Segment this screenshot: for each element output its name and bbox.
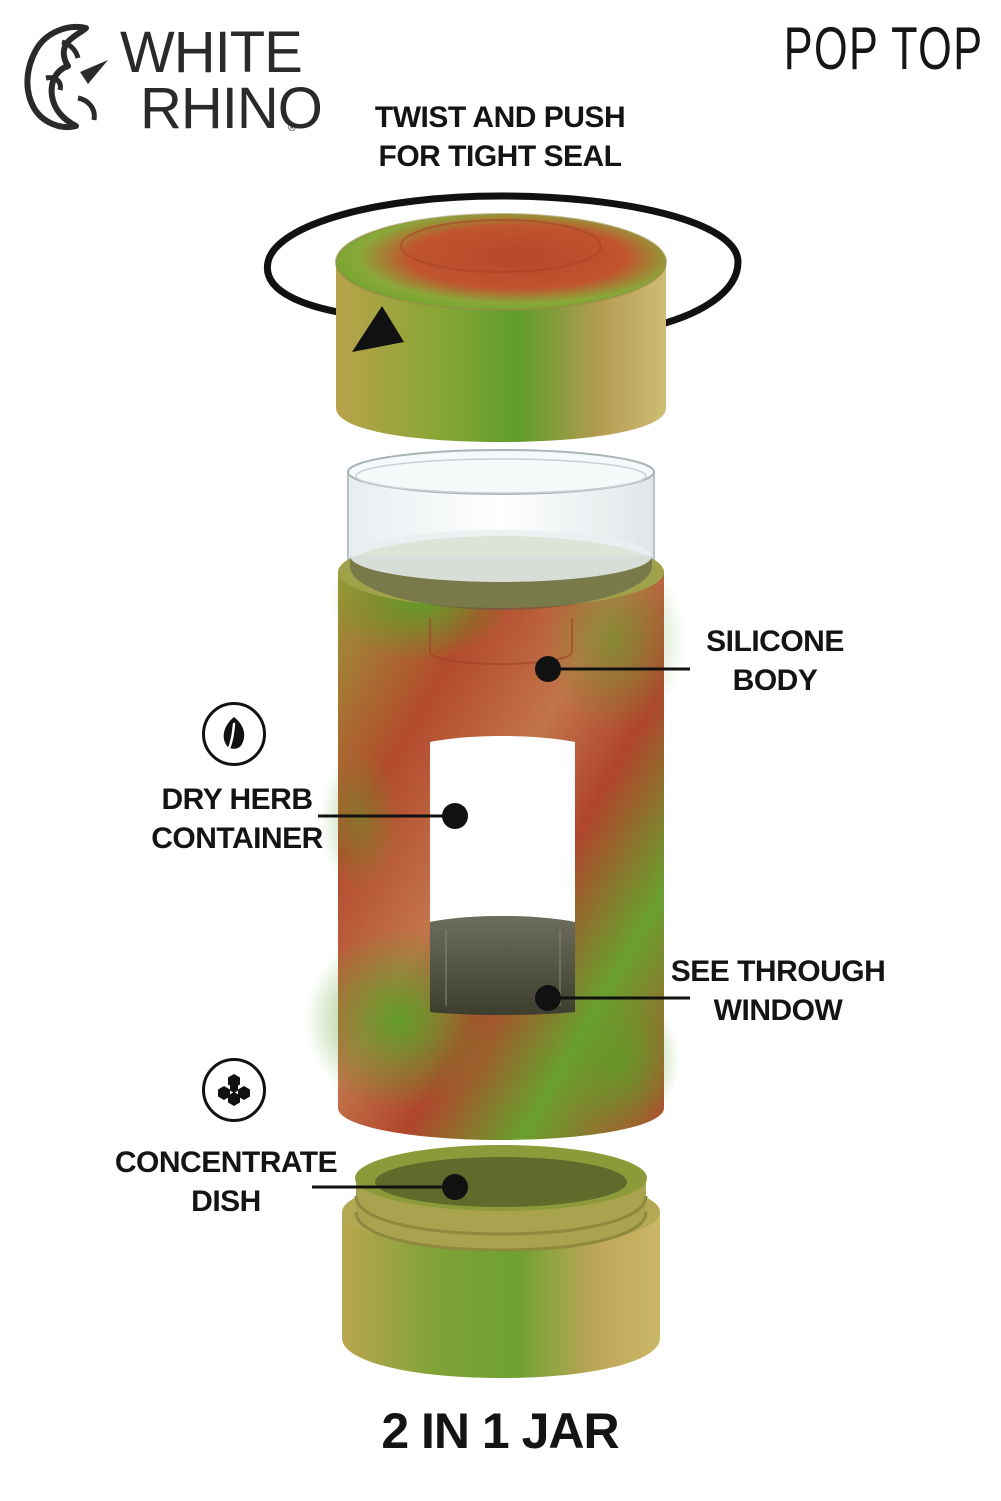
callout-concentrate: CONCENTRATE DISH [96, 1143, 356, 1221]
concentrate-line-1: CONCENTRATE [114, 1146, 338, 1179]
concentrate-line-2: DISH [191, 1185, 261, 1218]
dry-herb-line-2: CONTAINER [151, 822, 323, 855]
instruction-line-2: FOR TIGHT SEAL [378, 140, 623, 173]
callout-silicone-body-pointer [535, 656, 690, 682]
registered-mark: ® [288, 122, 297, 134]
callout-concentrate-pointer [312, 1174, 468, 1200]
rhino-head-icon [24, 24, 108, 130]
product-name: POP TOP [783, 15, 983, 82]
instruction-text: TWIST AND PUSH FOR TIGHT SEAL [300, 98, 700, 176]
instruction-line-1: TWIST AND PUSH [374, 101, 626, 134]
lid [335, 213, 667, 442]
callout-silicone-body: SILICONE BODY [680, 622, 870, 700]
callout-dry-herb-pointer [318, 803, 468, 829]
bottom-title: 2 IN 1 JAR [381, 1403, 619, 1459]
brand-word-white: WHITE [120, 20, 303, 85]
honeycomb-icon [202, 1058, 266, 1122]
see-through-line-2: WINDOW [713, 994, 843, 1027]
dry-herb-line-1: DRY HERB [161, 783, 313, 816]
brand-logo: WHITE RHINO ® [16, 14, 323, 138]
silicone-body-line-1: SILICONE [706, 625, 844, 658]
silicone-body-line-2: BODY [732, 664, 818, 697]
leaf-icon [202, 702, 266, 766]
see-through-line-1: SEE THROUGH [670, 955, 886, 988]
callout-see-through: SEE THROUGH WINDOW [650, 952, 906, 1030]
concentrate-dish [342, 1145, 660, 1378]
brand-word-rhino: RHINO [140, 76, 323, 141]
callout-see-through-pointer [535, 985, 690, 1011]
callout-dry-herb: DRY HERB CONTAINER [132, 780, 342, 858]
silicone-body [305, 530, 685, 1140]
